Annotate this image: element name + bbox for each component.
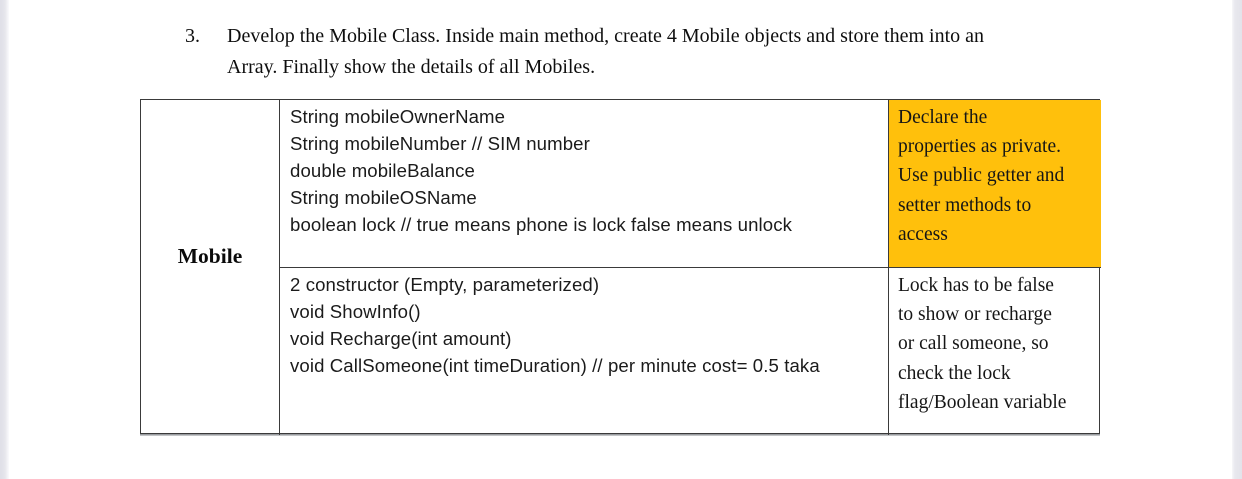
methods-note-cell: Lock has to be false to show or recharge… xyxy=(888,267,1101,435)
viewer-left-edge xyxy=(0,0,9,479)
properties-note-cell: Declare the properties as private. Use p… xyxy=(888,100,1101,267)
methods-cell: 2 constructor (Empty, parameterized) voi… xyxy=(279,267,888,435)
viewer-right-edge xyxy=(1232,0,1242,479)
assignment-number: 3. xyxy=(185,25,200,47)
class-name-label: Mobile xyxy=(177,244,243,268)
assignment-text: Develop the Mobile Class. Inside main me… xyxy=(227,25,985,78)
class-name-cell: Mobile xyxy=(141,100,279,435)
assignment-item: 3. Develop the Mobile Class. Inside main… xyxy=(185,21,1107,82)
properties-cell: String mobileOwnerName String mobileNumb… xyxy=(279,100,888,267)
mobile-class-table: Mobile String mobileOwnerName String mob… xyxy=(140,99,1101,435)
